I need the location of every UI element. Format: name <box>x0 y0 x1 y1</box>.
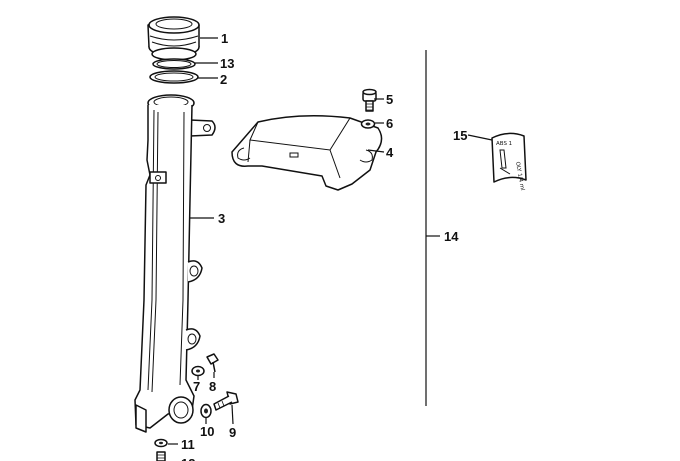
callout-12: 12 <box>181 456 195 461</box>
group-bracket-14 <box>425 50 440 406</box>
callout-10: 10 <box>200 424 214 439</box>
part-11-washer <box>154 438 168 448</box>
part-5-screw <box>362 88 377 112</box>
callout-5: 5 <box>386 92 393 107</box>
part-2-sealing-ring <box>149 70 199 84</box>
label-card-top-text: ABS 1 <box>496 141 512 147</box>
leader-lines <box>168 37 493 445</box>
callout-4: 4 <box>386 145 394 160</box>
part-15-label-card: ABS 1 OLY 1/4 ml <box>491 132 527 192</box>
part-6-washer <box>360 119 376 129</box>
part-13-circlip <box>152 58 196 70</box>
part-1-dust-seal <box>147 16 200 61</box>
callout-6: 6 <box>386 116 393 131</box>
part-4-fork-bridge <box>231 115 383 191</box>
callout-14: 14 <box>444 229 459 244</box>
callout-7: 7 <box>193 379 200 394</box>
callout-13: 13 <box>220 56 234 71</box>
callout-3: 3 <box>218 211 225 226</box>
callout-1: 1 <box>221 31 228 46</box>
part-12-drain-screw <box>156 451 166 461</box>
callout-9: 9 <box>229 425 236 440</box>
callout-11: 11 <box>181 437 195 452</box>
part-8-screw <box>206 353 219 373</box>
callout-2: 2 <box>220 72 227 87</box>
part-10-washer <box>200 403 212 419</box>
part-7-washer <box>191 365 205 377</box>
label-card-side-text: OLY 1/4 ml <box>514 161 525 191</box>
callout-numbers: 1 13 2 3 5 6 4 14 15 7 8 10 9 11 12 <box>181 31 467 461</box>
part-9-bolt <box>213 391 239 411</box>
callout-8: 8 <box>209 379 216 394</box>
callout-15: 15 <box>453 128 467 143</box>
part-3-fork-slider <box>134 94 216 433</box>
